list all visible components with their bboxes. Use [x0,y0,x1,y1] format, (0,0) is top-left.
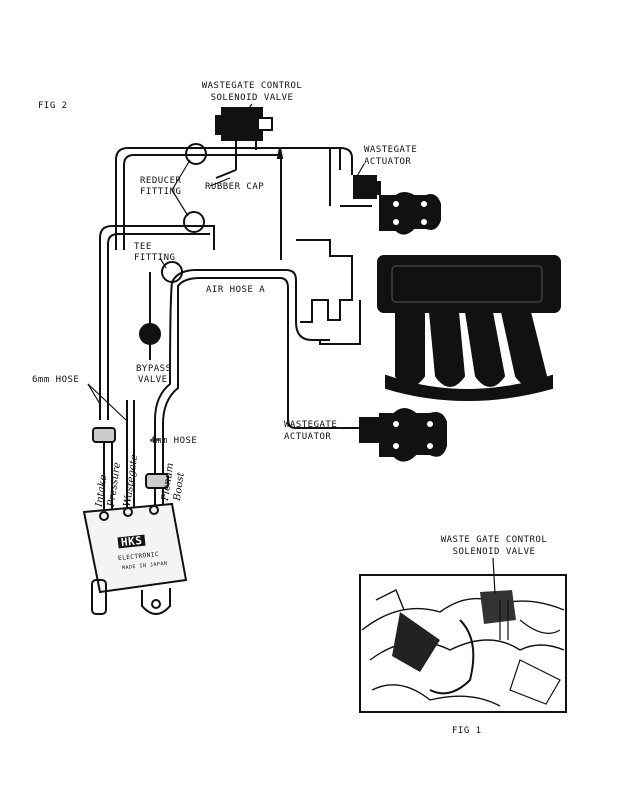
label-rubber-cap: RUBBER CAP [205,182,265,192]
tee-fitting-circle-2 [161,261,183,283]
label-4mm-hose: 4mm HOSE [150,436,198,446]
fig2-title: FIG 2 [38,101,68,111]
wastegate-actuator-top [353,175,441,235]
label-solenoid-valve: SOLENOID VALVE [210,93,294,103]
intake-plenum [377,255,561,401]
label-air-hose-a: AIR HOSE A [206,285,266,295]
label-tee: TEE [134,242,152,252]
fig1-label-solenoid-valve: SOLENOID VALVE [452,547,536,557]
label-fitting-tee: FITTING [134,253,176,263]
hose-top-main [115,147,341,250]
fig1-photo [359,557,567,713]
label-6mm-hose: 6mm HOSE [32,375,80,385]
wastegate-solenoid-valve [215,107,273,152]
label-fitting-reducer: FITTING [140,187,182,197]
label-wastegate-top: WASTEGATE [364,145,418,155]
label-valve: VALVE [138,375,168,385]
label-bypass: BYPASS [136,364,172,374]
hks-controller-box [82,502,188,615]
label-wastegate-bottom: WASTEGATE [284,420,338,430]
label-actuator-bottom: ACTUATOR [284,432,332,442]
fig1-label-waste-gate-control: WASTE GATE CONTROL [440,535,548,545]
label-wastegate-control: WASTEGATE CONTROL [201,81,303,91]
controller-brand-logo: HKS [117,534,146,549]
wastegate-actuator-bottom [359,408,447,462]
label-actuator-top: ACTUATOR [364,157,412,167]
tee-fitting-circle-1 [183,211,205,233]
hose-top-main-inner [123,154,278,250]
label-reducer: REDUCER [140,176,182,186]
fig1-title: FIG 1 [452,726,482,736]
reducer-fitting-circle [185,143,207,165]
